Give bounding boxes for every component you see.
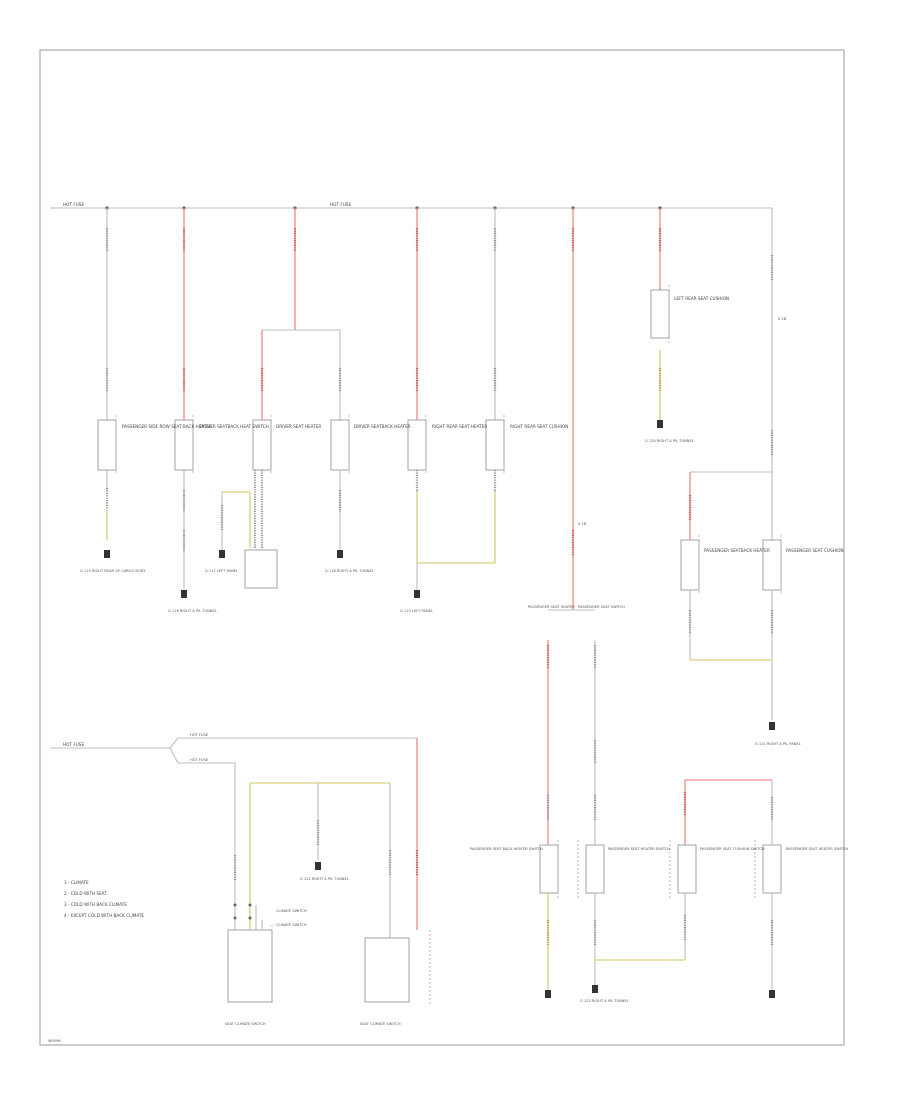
seat-climate-module-left (227, 929, 273, 1003)
left-component-label-2: SEAT CLIMATE SWITCH (360, 1022, 401, 1026)
bottom-component-label-4: PASSENGER SEAT HEATER SWITCH (786, 847, 848, 851)
component-label-4: DRIVER SEATBACK HEATER (354, 424, 411, 429)
side-component-label-2: PASSENGER SEAT CUSHION (786, 548, 844, 553)
ground-label-2: G 116 RIGHT A PIL TUNNEL (168, 609, 217, 613)
component-label-7: LEFT REAR SEAT CUSHION (674, 296, 729, 301)
ground-label-5: G 119 LEFT PANEL (400, 609, 433, 613)
component-label-6: RIGHT REAR SEAT CUSHION (510, 424, 568, 429)
component-label-3: DRIVER SEAT HEATER (276, 424, 321, 429)
ground-label-8: G 122 RIGHT A PIL TUNNEL (300, 877, 349, 881)
ground-label-7: G 121 RIGHT A PIL PANEL (755, 742, 801, 746)
relay-label-1: CLIMATE SWITCH (276, 909, 307, 913)
branch-8: X 1B (680, 250, 787, 730)
branch-5 (485, 208, 505, 563)
branch-7 (650, 208, 670, 428)
diagram-frame (39, 49, 845, 1046)
ground-label-9: G 123 RIGHT A PIL TUNNEL (580, 999, 629, 1003)
branch-4 (407, 208, 495, 598)
branch-3 (219, 208, 350, 589)
ground-symbol (104, 550, 110, 558)
wire-label-2: X 1B (778, 317, 787, 321)
bottom-component-label-2: PASSENGER SEAT HEATER SWITCH (608, 847, 670, 851)
component-label-5: RIGHT REAR SEAT HEATER (432, 424, 487, 429)
ground-label-6: G 120 RIGHT A PIL TUNNEL (645, 439, 694, 443)
legend: 1 - CLIMATE 2 - COLD WITH SEAT 3 - COLD … (64, 880, 144, 918)
component-label-1: PASSENGER SIDE ROW SEAT BACK HEATER (122, 424, 212, 429)
legend-item-1: 1 - CLIMATE (64, 880, 89, 885)
seat-climate-module-right (364, 937, 410, 1003)
branch-1 (97, 208, 117, 558)
bottom-component-label-1: PASSENGER SEAT BACK HEATER SWITCH (470, 847, 543, 851)
bus-label-3: HOT FUSE (63, 742, 84, 747)
branch-6: X 1B (546, 208, 597, 845)
bus-label-5: HOT FUSE (190, 758, 209, 762)
component-label-2: DRIVER SEATBACK HEAT SWITCH (200, 424, 269, 429)
bus-label-4: HOT FUSE (190, 733, 209, 737)
lower-left-circuit (227, 738, 431, 1005)
climate-module (244, 549, 278, 589)
lower-right-switches (539, 779, 782, 998)
bus-label-1: HOT FUSE (63, 202, 84, 207)
ground-label-4: G 118 RIGHT A PIL TUNNEL (325, 569, 374, 573)
relay-label-2: CLIMATE SWITCH (276, 923, 307, 927)
bus-label-2: HOT FUSE (330, 202, 351, 207)
ground-label-3: G 117 LEFT PANEL (205, 569, 238, 573)
mid-component-label-1: PASSENGER SEAT HEATER (528, 605, 575, 609)
side-component-label-1: PASSENGER SEATBACK HEATER (704, 548, 770, 553)
legend-item-2: 2 - COLD WITH SEAT (64, 891, 107, 896)
branch-2 (174, 208, 194, 598)
legend-item-4: 4 - EXCEPT COLD WITH BACK CLIMATE (64, 913, 144, 918)
ground-label-1: G 115 RIGHT REAR OF CARGO BODY (80, 569, 146, 573)
bottom-component-label-3: PASSENGER SEAT CUSHION SWITCH (700, 847, 765, 851)
wire-label-1: X 1B (578, 522, 587, 526)
legend-item-3: 3 - COLD WITH BACK CLIMATE (64, 902, 127, 907)
footer-code: W0096 (48, 1039, 61, 1043)
mid-component-label-2: PASSENGER SEAT SWITCH (578, 605, 625, 609)
left-component-label-1: SEAT CLIMATE SWITCH (225, 1022, 266, 1026)
